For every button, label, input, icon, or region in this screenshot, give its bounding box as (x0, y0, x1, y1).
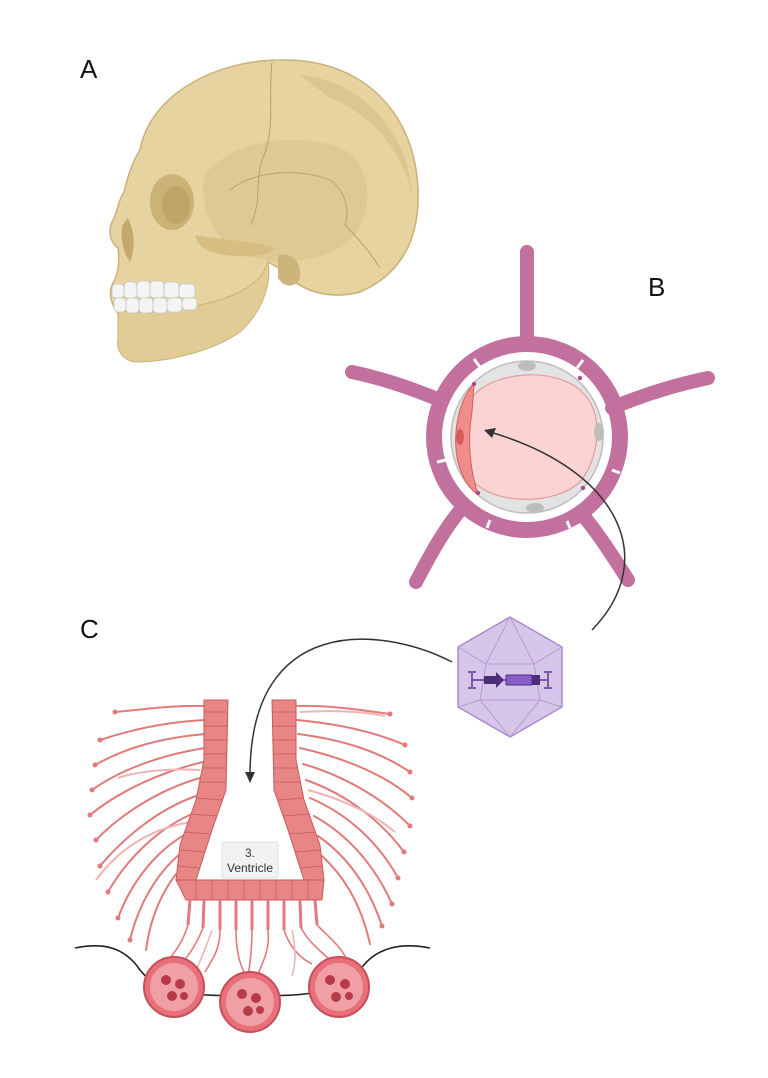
skull-orbit-inner (162, 186, 190, 224)
skull-temporal-shade (203, 139, 368, 262)
astrocyte-endfeet-ring (426, 336, 628, 538)
portal-capillary-left (143, 956, 205, 1018)
tanycyte-processes-right-faded (299, 710, 396, 833)
ventricle-label-box (221, 841, 279, 879)
skull-zygomatic-arch (195, 235, 275, 257)
arrowhead-icon (484, 428, 496, 438)
skull-teeth (111, 280, 198, 314)
panel-label-c: C (80, 614, 99, 644)
itr-left-icon (468, 671, 482, 689)
tanycyte-endfeet (87, 709, 415, 943)
skull-mandible (117, 261, 270, 363)
portal-capillary-right (308, 956, 370, 1018)
tanycyte-layer: 3. Ventricle (87, 699, 415, 979)
floor-tanycyte-processes-faded (193, 929, 296, 977)
skull-parietal-shade (300, 75, 412, 195)
portal-capillary-middle (219, 971, 281, 1033)
arrowhead-icon (245, 772, 255, 783)
arrow-virus-to-endothelium (484, 428, 626, 631)
arrow-virus-to-ventricle (245, 638, 453, 783)
transduced-cell-nucleus (456, 429, 464, 445)
skull-coronal-suture (249, 61, 273, 226)
skull-lambdoid-suture (344, 224, 381, 269)
ventricle-label-line2: Ventricle (227, 861, 273, 875)
endfeet-gaps (436, 358, 621, 529)
transgene-block (505, 674, 533, 686)
ventricle-label-line1: 3. (245, 846, 255, 860)
panel-label-b: B (648, 272, 665, 302)
skull-illustration (109, 59, 419, 363)
aav-capsid (457, 616, 563, 738)
skull-squamous-suture (229, 172, 348, 226)
skull-nasal-cavity (121, 218, 134, 262)
ventricle-wall-right (271, 699, 325, 881)
transduced-endothelial-cell (455, 382, 479, 495)
endothelial-nuclei (518, 361, 604, 513)
ventricle-floor (175, 879, 325, 901)
floor-tanycyte-stalks (186, 899, 319, 930)
aav-transgene-cassette (468, 671, 552, 689)
capillary-lumen (458, 374, 598, 500)
ventricle-wall-left (175, 699, 229, 881)
skull-mastoid (278, 254, 301, 286)
panel-label-a: A (80, 54, 98, 84)
polya-block (532, 675, 540, 685)
itr-right-icon (540, 671, 552, 689)
promoter-arrow-icon (484, 672, 504, 688)
tight-junctions (471, 375, 586, 496)
tanycyte-processes-left-faded (95, 768, 201, 881)
tanycyte-cell-bodies (177, 711, 323, 900)
capillary-cross-section (345, 245, 715, 589)
tanycyte-processes-left (89, 704, 206, 951)
aav-capsid-facets (457, 616, 563, 738)
